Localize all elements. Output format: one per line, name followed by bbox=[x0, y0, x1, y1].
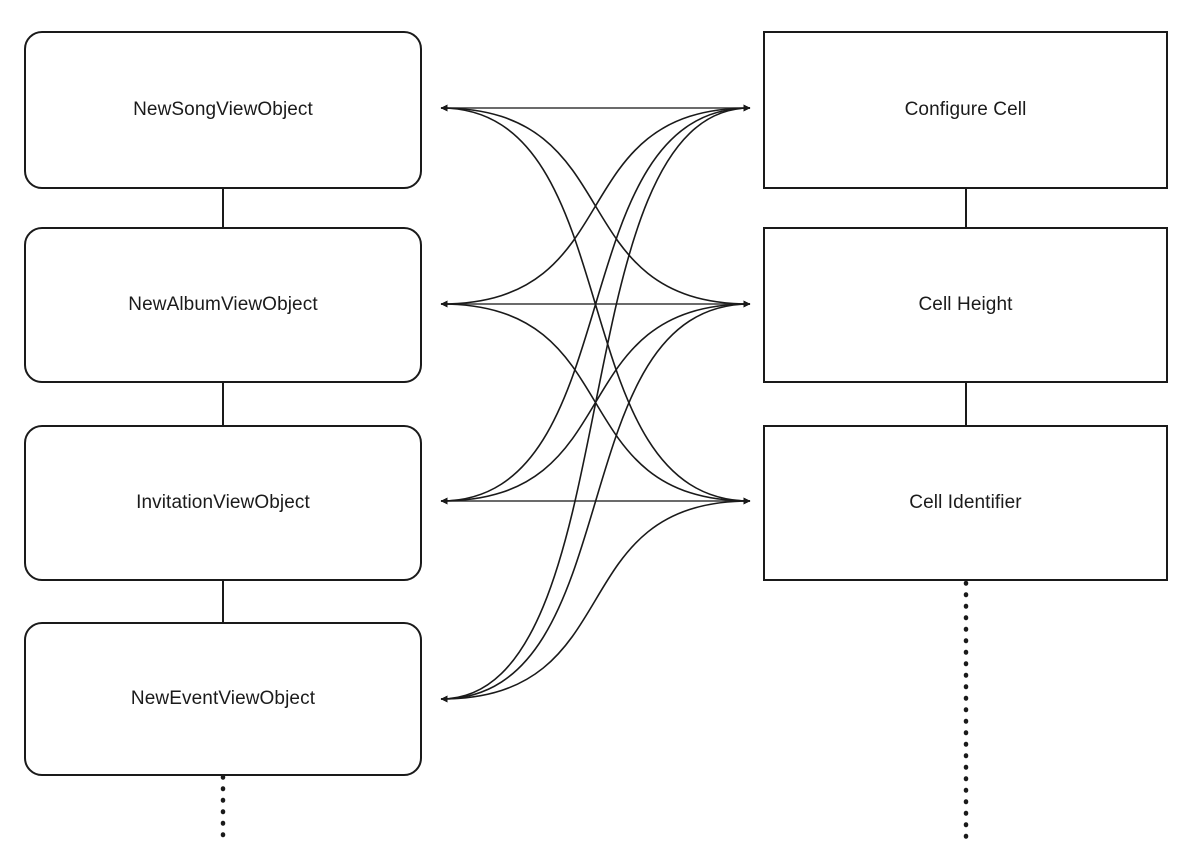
node-label: Cell Height bbox=[918, 293, 1013, 315]
node-new-song-view-object[interactable]: NewSongViewObject bbox=[24, 31, 422, 189]
edge-new-event-view-object-to-configure-cell bbox=[440, 104, 751, 703]
edge-new-album-view-object-to-cell-identifier bbox=[440, 300, 751, 505]
node-cell-identifier[interactable]: Cell Identifier bbox=[763, 425, 1168, 581]
node-label: InvitationViewObject bbox=[136, 491, 310, 513]
node-invitation-view-object[interactable]: InvitationViewObject bbox=[24, 425, 422, 581]
node-cell-height[interactable]: Cell Height bbox=[763, 227, 1168, 383]
edge-new-song-view-object-to-cell-identifier bbox=[440, 104, 751, 505]
node-label: Configure Cell bbox=[904, 98, 1027, 120]
edge-new-album-view-object-to-configure-cell bbox=[440, 104, 751, 308]
edge-paths bbox=[440, 104, 751, 703]
edge-invitation-view-object-to-configure-cell bbox=[440, 104, 751, 505]
edge-new-event-view-object-to-cell-height bbox=[440, 300, 751, 703]
node-configure-cell[interactable]: Configure Cell bbox=[763, 31, 1168, 189]
edge-new-song-view-object-to-cell-height bbox=[440, 104, 751, 308]
node-new-event-view-object[interactable]: NewEventViewObject bbox=[24, 622, 422, 776]
edge-new-event-view-object-to-cell-identifier bbox=[440, 497, 751, 703]
node-label: NewSongViewObject bbox=[133, 98, 313, 120]
node-label: Cell Identifier bbox=[909, 491, 1022, 513]
node-label: NewAlbumViewObject bbox=[128, 293, 318, 315]
node-new-album-view-object[interactable]: NewAlbumViewObject bbox=[24, 227, 422, 383]
node-label: NewEventViewObject bbox=[130, 687, 316, 709]
edge-invitation-view-object-to-cell-height bbox=[440, 300, 751, 505]
